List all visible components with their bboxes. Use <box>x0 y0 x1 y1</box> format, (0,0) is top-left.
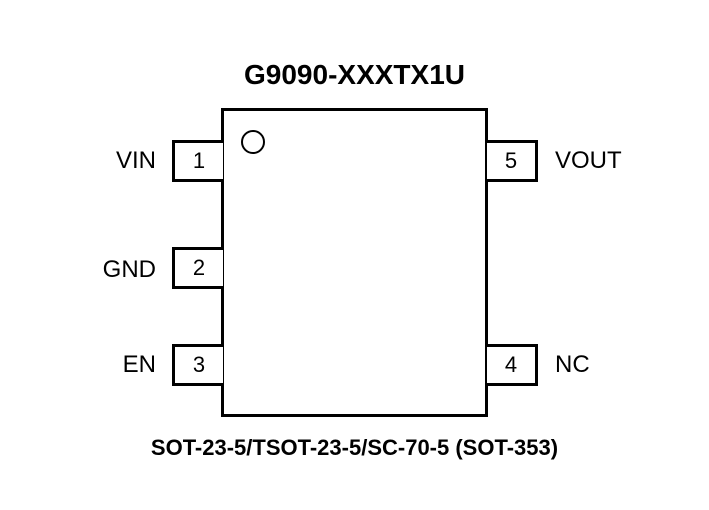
pin-5-number: 5 <box>504 148 518 173</box>
pin-2: 2 <box>172 247 223 289</box>
pin-2-label: GND <box>102 256 156 283</box>
pin-5: 5 <box>487 140 538 182</box>
chip-body <box>221 108 488 417</box>
pin-1-number: 1 <box>192 148 206 173</box>
pin-3: 3 <box>172 344 223 386</box>
part-number-title: G9090-XXXTX1U <box>244 59 465 90</box>
pin-3-number: 3 <box>192 352 206 377</box>
pin-4-label: NC <box>555 351 590 378</box>
pin-5-label: VOUT <box>555 147 622 174</box>
pin-4-number: 4 <box>504 352 518 377</box>
pin1-indicator-dot <box>241 130 265 154</box>
package-label: SOT-23-5/TSOT-23-5/SC-70-5 (SOT-353) <box>150 435 559 460</box>
pin-1-label: VIN <box>115 147 156 174</box>
pin-4: 4 <box>487 344 538 386</box>
pin-2-number: 2 <box>192 255 206 280</box>
pin-1: 1 <box>172 140 223 182</box>
pin-3-label: EN <box>122 351 156 378</box>
